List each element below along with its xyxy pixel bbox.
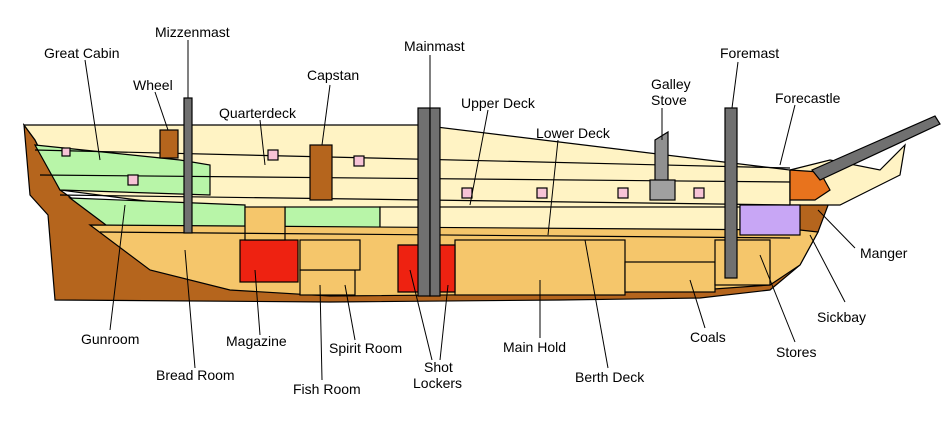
label-mainmast: Mainmast [404,38,465,54]
gunport [617,187,629,199]
sickbay-room [739,204,801,236]
gunport [353,155,365,167]
gunport [267,149,279,161]
label-coals: Coals [690,329,726,345]
label-capstan: Capstan [307,67,359,83]
mainmast-spar [417,107,431,297]
fish-room [299,239,361,271]
label-fish-room: Fish Room [293,381,361,397]
gunport [127,174,139,186]
gunports [61,147,705,199]
wheel-structure [159,129,179,159]
label-magazine: Magazine [226,333,287,349]
label-foremast: Foremast [720,45,779,61]
label-quarterdeck: Quarterdeck [219,105,297,121]
gunport [536,187,548,199]
coals-room [624,261,716,293]
mizzenmast-spar [183,97,193,234]
capstan-drum [309,144,333,201]
label-shot-lockers-2: Lockers [413,375,462,391]
label-forecastle: Forecastle [775,90,841,106]
label-spirit-room: Spirit Room [329,340,402,356]
leader-lines [84,40,856,381]
bowsprit [811,115,941,181]
label-gunroom: Gunroom [81,331,139,347]
label-upper-deck: Upper Deck [461,95,536,111]
foremast-spar [724,107,738,279]
label-lower-deck: Lower Deck [536,125,611,141]
deck-line-4 [99,231,791,239]
bread-room-block [244,206,286,241]
spirit-room [299,269,356,296]
stores-room [714,239,771,286]
gunport [693,187,705,199]
label-galley-stove-1: Galley [651,76,691,92]
gunport [61,147,71,157]
magazine-room [239,239,299,283]
galley-stove-body [649,179,676,201]
label-great-cabin: Great Cabin [44,45,119,61]
label-berth-deck: Berth Deck [575,369,645,385]
label-sickbay: Sickbay [817,309,866,325]
label-bread-room: Bread Room [156,367,235,383]
gunport [461,187,473,199]
label-shot-lockers-1: Shot [424,359,453,375]
great-cabin-room [33,144,211,196]
label-stores: Stores [776,344,816,360]
mainmast-spar-2 [429,107,441,297]
label-wheel: Wheel [133,77,173,93]
label-mizzenmast: Mizzenmast [155,24,230,40]
label-galley-stove-2: Stove [651,92,687,108]
label-manger: Manger [860,245,908,261]
label-main-hold: Main Hold [503,339,566,355]
